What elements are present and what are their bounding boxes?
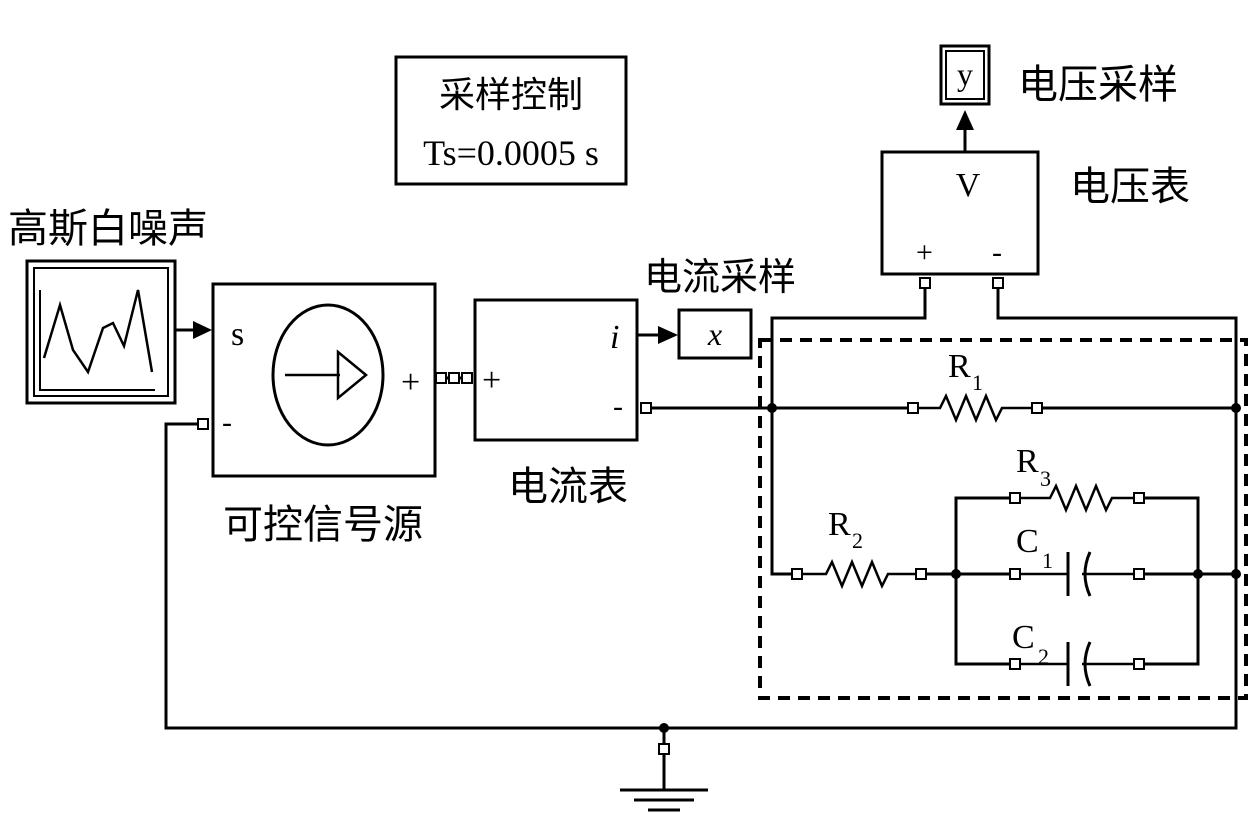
voltage-sample-block[interactable]: y [939,44,991,106]
junction-dot [1193,569,1203,579]
c2-label: C 2 [1012,619,1049,669]
svg-text:R: R [1016,443,1039,480]
noise-block[interactable] [25,259,177,405]
current-sample-block[interactable]: x [677,308,753,360]
c2-left-terminal[interactable] [1009,658,1021,670]
controlled-source-block[interactable]: s + - [211,282,437,478]
voltmeter-var: V [956,167,981,204]
arrow-ammeter-to-sample [658,326,678,344]
voltage-sample-var: y [957,56,973,92]
voltmeter-port-minus: - [992,236,1002,269]
source-minus-terminal[interactable] [197,418,209,430]
r3-label: R 3 [1016,443,1051,491]
sampling-control-title: 采样控制 [439,75,583,116]
c1-capacitor-icon [1020,551,1134,597]
c1-label: C 1 [1016,523,1053,573]
svg-text:1: 1 [972,370,983,395]
source-port-plus: + [401,364,420,401]
r1-resistor-icon [918,392,1032,424]
r2-label: R 2 [828,506,863,553]
voltmeter-port-plus: + [916,236,933,269]
ammeter-plus-terminal[interactable] [461,372,473,384]
voltmeter-minus-terminal[interactable] [992,277,1004,289]
current-source-arrowhead-icon [336,349,368,401]
source-port-s: s [231,316,244,353]
r1-label: R 1 [948,348,983,395]
source-label: 可控信号源 [223,502,423,548]
sampling-control-block[interactable]: 采样控制 Ts=0.0005 s [394,55,628,186]
ammeter-label: 电流表 [508,464,628,510]
r1-left-terminal[interactable] [907,402,919,414]
r3-resistor-icon [1020,482,1134,514]
voltmeter-label: 电压表 [1070,164,1190,210]
svg-text:R: R [948,348,971,385]
svg-text:C: C [1012,619,1035,656]
link-terminal-left[interactable] [448,372,460,384]
ammeter-block[interactable]: + i - [473,298,639,442]
load-network-boundary [758,338,1248,700]
r2-resistor-icon [802,558,916,590]
c2-capacitor-icon [1020,641,1134,687]
voltmeter-plus-terminal[interactable] [919,277,931,289]
r2-left-terminal[interactable] [791,568,803,580]
current-sample-label: 电流采样 [644,255,796,299]
ammeter-minus-terminal[interactable] [640,402,652,414]
r2-right-terminal[interactable] [915,568,927,580]
sampling-period: Ts=0.0005 s [423,133,599,173]
r3-left-terminal[interactable] [1009,492,1021,504]
noise-label: 高斯白噪声 [8,206,208,252]
source-plus-terminal[interactable] [435,372,447,384]
r3-right-terminal[interactable] [1133,492,1145,504]
junction-dot [767,403,777,413]
svg-text:C: C [1016,523,1039,560]
arrow-noise-to-source [193,321,212,339]
ground-terminal[interactable] [658,743,670,755]
voltmeter-block[interactable]: V + - [880,150,1040,276]
ammeter-port-i: i [610,319,619,356]
r1-right-terminal[interactable] [1031,402,1043,414]
ground-icon [620,754,708,812]
noise-waveform-icon [39,290,155,391]
noise-signal-icon [42,289,154,375]
ammeter-port-plus: + [482,362,501,399]
current-sample-var: x [707,316,722,352]
c1-left-terminal[interactable] [1009,568,1021,580]
svg-text:3: 3 [1040,466,1051,491]
ammeter-port-minus: - [613,390,623,423]
junction-dot [1231,403,1241,413]
voltage-sample-label: 电压采样 [1018,62,1178,108]
svg-text:2: 2 [852,528,863,553]
c1-right-terminal[interactable] [1133,568,1145,580]
svg-text:2: 2 [1038,644,1049,669]
svg-text:R: R [828,506,851,543]
c2-right-terminal[interactable] [1133,658,1145,670]
junction-dot [951,569,961,579]
source-port-minus: - [222,406,232,439]
svg-text:1: 1 [1042,548,1053,573]
arrow-voltmeter-to-sample [956,110,974,130]
